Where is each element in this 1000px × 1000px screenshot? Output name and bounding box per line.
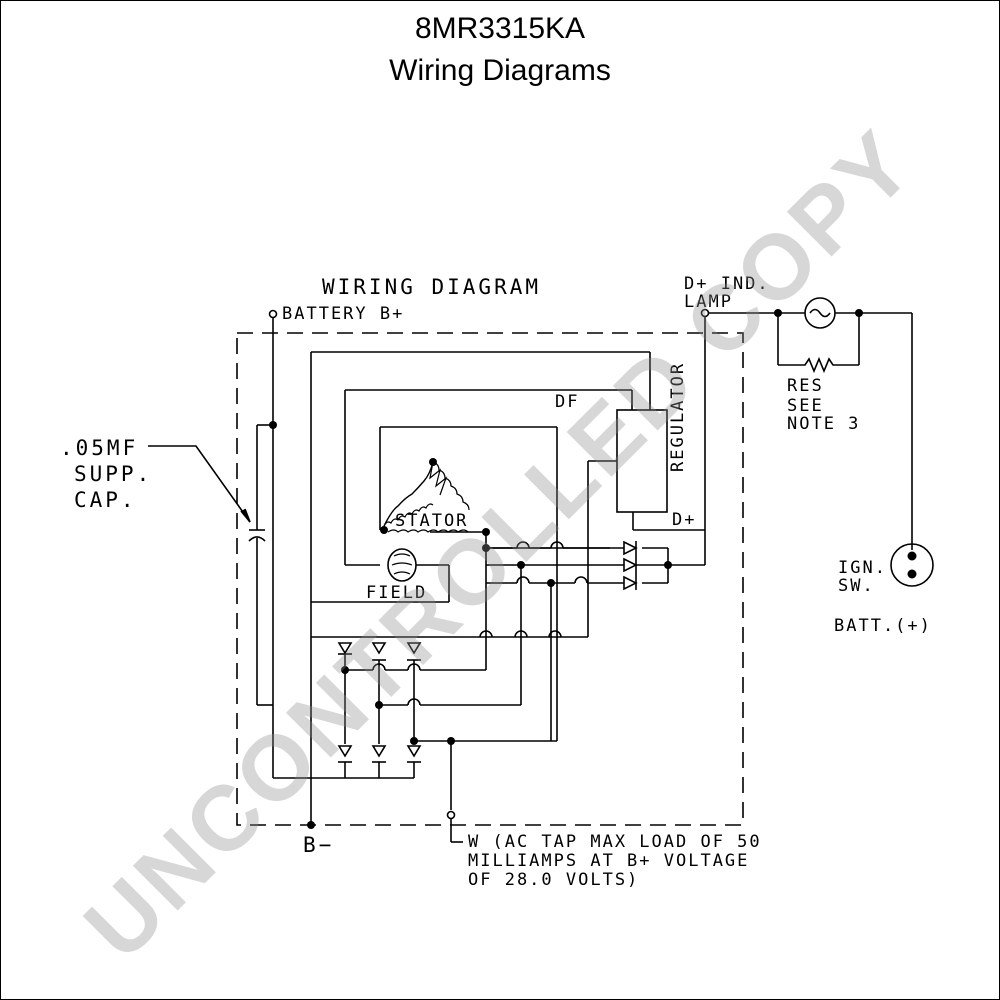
cap-label-1: .05MF <box>60 436 139 460</box>
d-plus-terminal <box>700 308 710 318</box>
alternator-housing-outline <box>236 332 744 826</box>
stator-label: STATOR <box>395 511 469 531</box>
d-plus-label: D+ <box>672 510 697 530</box>
rectifier-diode-3 <box>406 642 422 655</box>
w-label-3: OF 28.0 VOLTS) <box>468 870 640 890</box>
ign-label-1: IGN. <box>838 558 887 578</box>
rectifier-diode-2 <box>371 642 387 655</box>
res-label-2: SEE <box>787 396 824 416</box>
cap-label-3: CAP. <box>74 488 137 512</box>
ignition-switch <box>890 543 934 587</box>
battery-b-plus-label: BATTERY B+ <box>282 304 405 324</box>
rectifier-diode-1 <box>337 642 353 655</box>
indicator-lamp <box>804 297 836 329</box>
diode-trio-2 <box>623 557 638 573</box>
rectifier-diode-4 <box>337 745 353 758</box>
w-label-2: MILLIAMPS AT B+ VOLTAGE <box>468 851 750 871</box>
page-subtitle: Wiring Diagrams <box>389 54 611 87</box>
df-label: DF <box>555 392 580 412</box>
res-label-1: RES <box>787 376 824 396</box>
ign-label-2: SW. <box>838 576 875 596</box>
field-label: FIELD <box>366 583 428 603</box>
d-plus-lamp-label-1: D+ IND. <box>684 274 770 294</box>
d-plus-lamp-label-2: LAMP <box>684 292 733 312</box>
diode-trio-1 <box>623 540 638 556</box>
diagram-heading: WIRING DIAGRAM <box>322 275 542 299</box>
diode-trio-3 <box>623 575 638 591</box>
rectifier-diode-6 <box>406 745 422 758</box>
b-minus-label: B− <box>303 833 335 857</box>
cap-label-2: SUPP. <box>74 462 153 486</box>
rectifier-diode-5 <box>371 745 387 758</box>
stator-winding <box>383 461 434 527</box>
res-label-3: NOTE 3 <box>787 414 861 434</box>
capacitor-plate-bottom <box>248 536 266 542</box>
battery-terminal <box>268 309 278 319</box>
resistor <box>778 356 859 374</box>
page-title: 8MR3315KA <box>414 12 586 45</box>
w-label-1: W (AC TAP MAX LOAD OF 50 <box>468 832 762 852</box>
w-terminal <box>446 810 456 820</box>
batt-label: BATT.(+) <box>834 616 932 636</box>
